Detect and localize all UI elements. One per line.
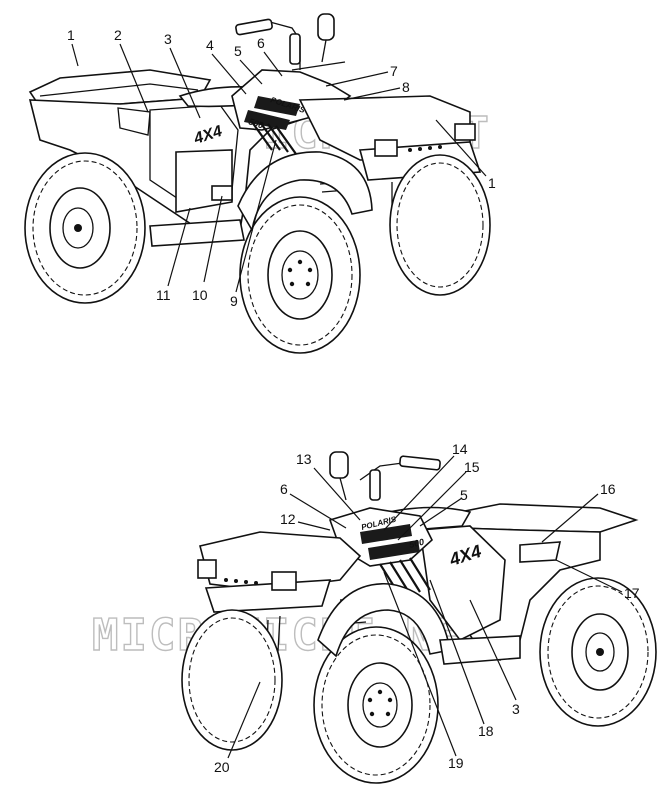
- callout-11: 11: [156, 287, 171, 303]
- callout-8: 8: [402, 79, 410, 95]
- callout-20: 20: [214, 759, 230, 775]
- decal-10: [211, 185, 233, 201]
- callout-9: 9: [230, 293, 238, 309]
- callout-6b: 6: [280, 481, 288, 497]
- bottom-callouts: 13 14 15 6 5 12 16 17 3 18 19 20: [214, 441, 640, 775]
- callout-2: 2: [114, 27, 122, 43]
- callout-3b: 3: [512, 701, 520, 717]
- callout-3a: 3: [164, 31, 172, 47]
- decal-cc-top: 500: [247, 116, 264, 130]
- callout-6a: 6: [257, 35, 265, 51]
- callout-5a: 5: [234, 43, 242, 59]
- atv-top-illustration: POLARIS 500 4X4: [24, 13, 491, 354]
- footrest-top: [149, 219, 245, 247]
- callout-12: 12: [280, 511, 296, 527]
- callout-19: 19: [448, 755, 464, 771]
- headlight-left-bottom: [197, 559, 217, 579]
- rear-decal-area: [519, 541, 562, 563]
- top-callouts: 1 2 3 4 5 6 7 8 1 9 10 11: [67, 27, 496, 309]
- bottom-leaders: [227, 455, 623, 759]
- callout-18: 18: [478, 723, 494, 739]
- left-front-wheel-bottom: [181, 609, 283, 751]
- front-rack-bottom: [199, 531, 362, 591]
- callout-15: 15: [464, 459, 480, 475]
- callout-7: 7: [390, 63, 398, 79]
- callout-4: 4: [206, 37, 214, 53]
- callout-13: 13: [296, 451, 312, 467]
- callout-1b: 1: [488, 175, 496, 191]
- footrest-bottom: [439, 635, 521, 665]
- callout-14: 14: [452, 441, 468, 457]
- top-leaders: [71, 43, 487, 293]
- callout-1a: 1: [67, 27, 75, 43]
- atv-bottom-illustration: 4X4 POLARIS 500: [181, 451, 657, 784]
- side-panel-decal-area: [175, 149, 233, 213]
- headlight-right-bottom: [271, 571, 297, 591]
- mirror: [317, 13, 335, 41]
- headlight-left: [374, 139, 398, 157]
- callout-5b: 5: [460, 487, 468, 503]
- front-fender-top: [237, 151, 373, 233]
- callout-10: 10: [192, 287, 208, 303]
- right-front-wheel-top: [389, 154, 491, 296]
- decal-cc-bottom: 500: [408, 537, 425, 550]
- headlight-right: [454, 123, 476, 141]
- mirror-bottom: [329, 451, 349, 479]
- callout-16: 16: [600, 481, 616, 497]
- callout-17: 17: [624, 585, 640, 601]
